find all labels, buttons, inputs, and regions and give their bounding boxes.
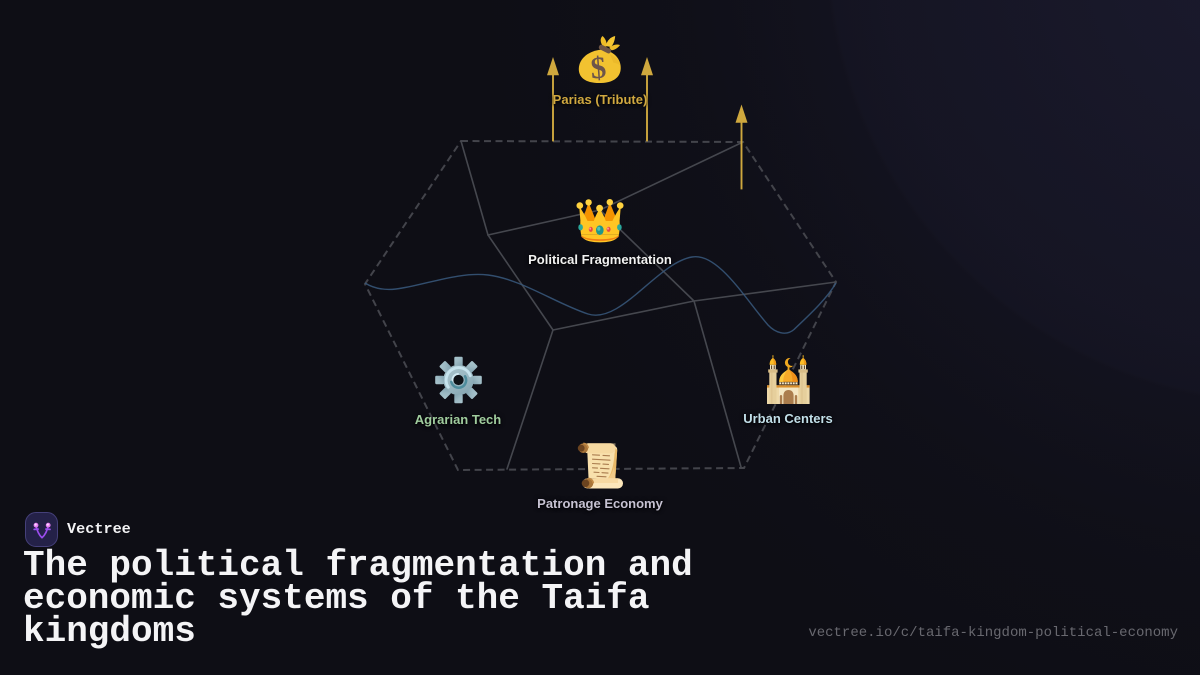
svg-text:$: $ bbox=[589, 50, 607, 86]
